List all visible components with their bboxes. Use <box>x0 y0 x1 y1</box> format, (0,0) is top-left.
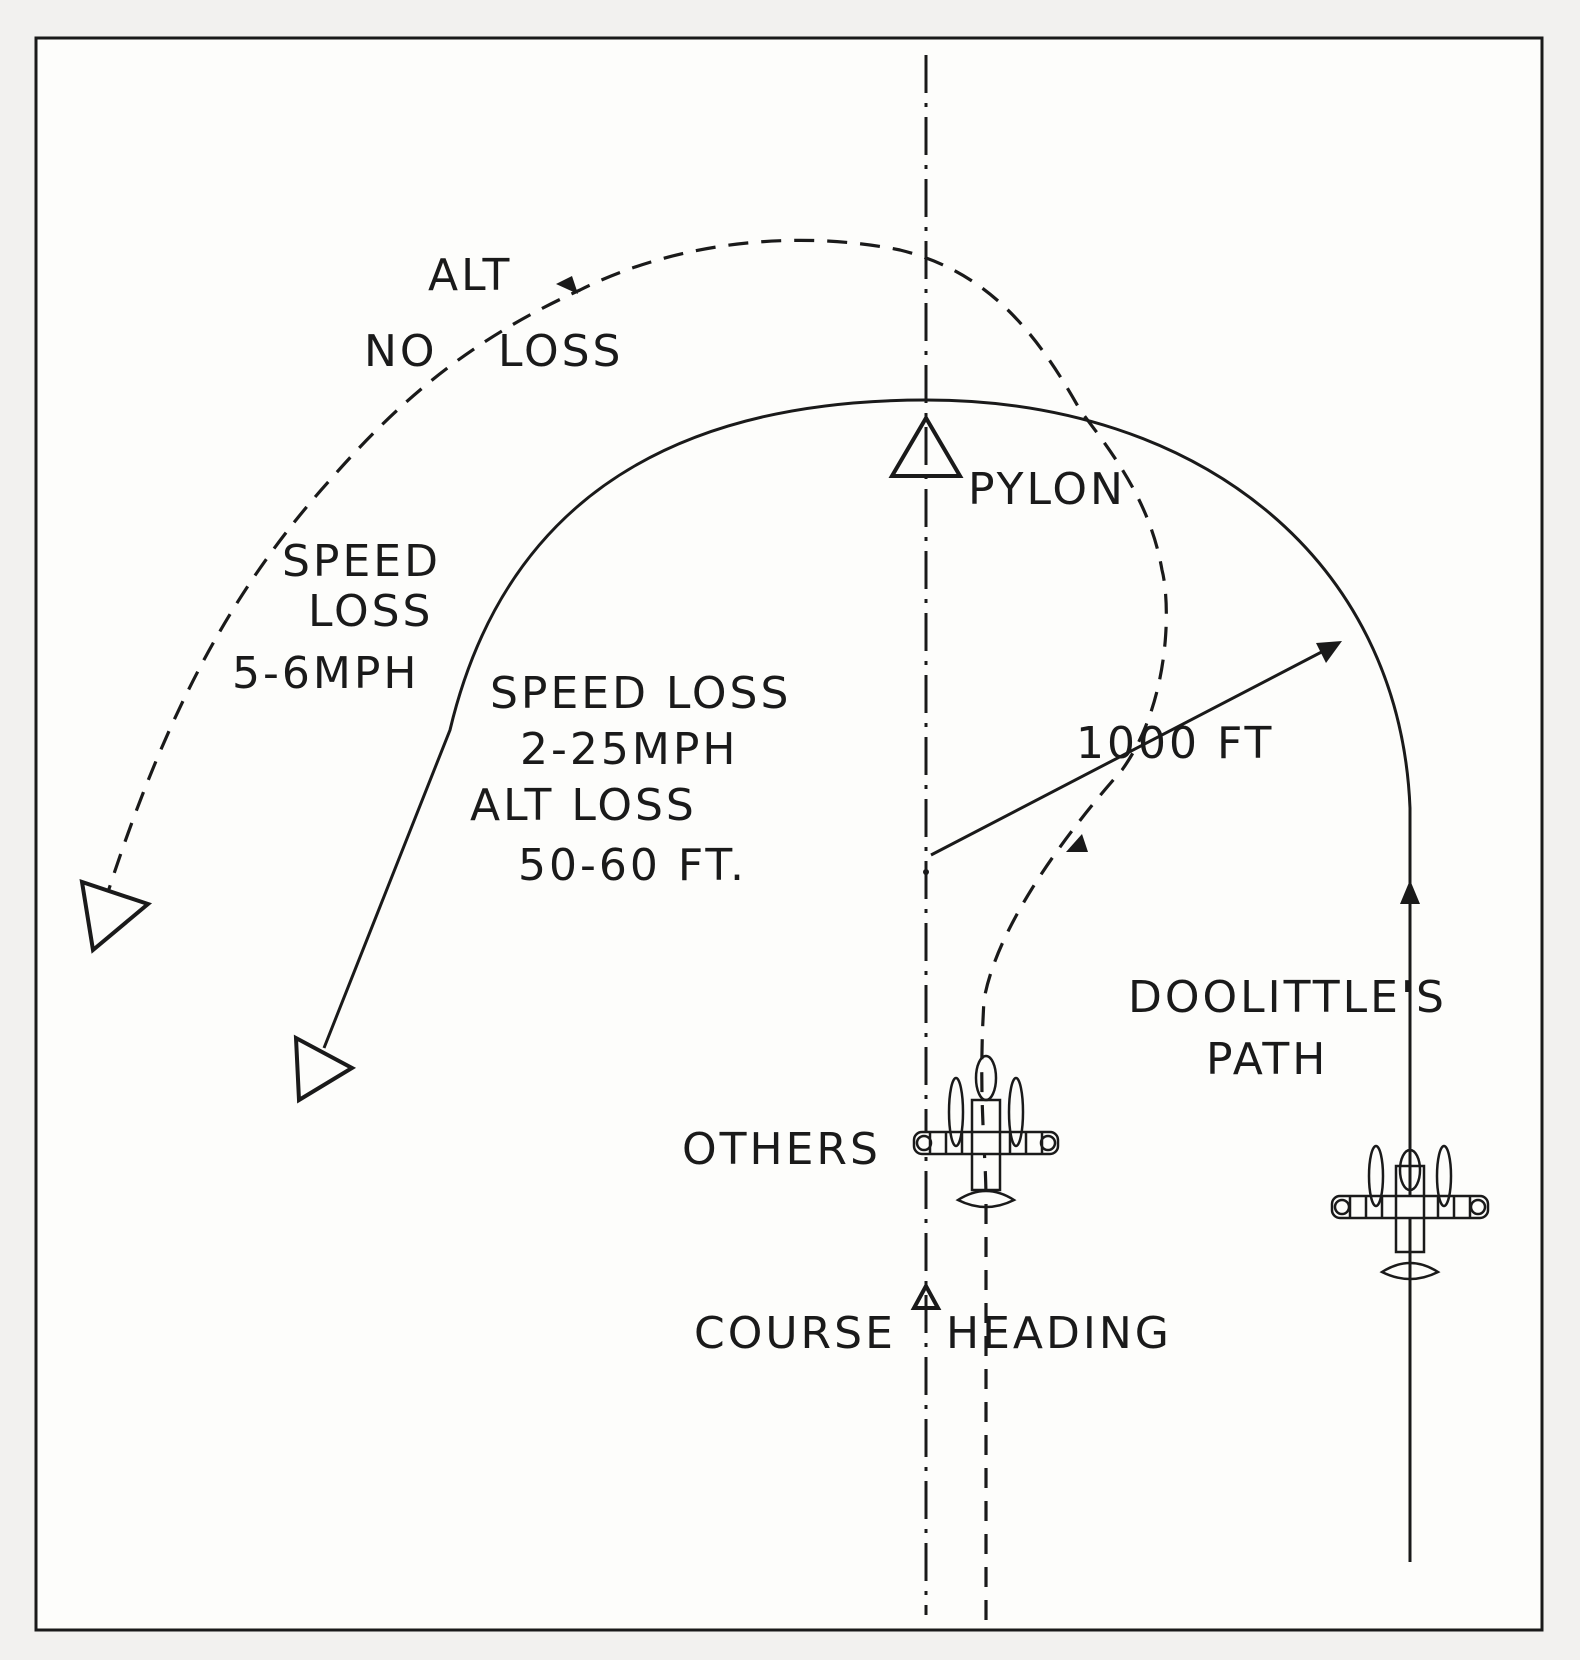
doolittles-label: DOOLITTLE'S <box>1128 972 1447 1023</box>
others-exit-arrow-icon <box>79 879 153 954</box>
alt-loss-label: ALT LOSS <box>470 780 697 831</box>
pylon-label: PYLON <box>968 464 1126 515</box>
alt-ft-label: 50-60 FT. <box>518 840 747 891</box>
path-label: PATH <box>1206 1034 1328 1085</box>
outer-speed-label: SPEED <box>282 536 441 587</box>
course-label: COURSE <box>694 1308 896 1359</box>
others-turn-arrow-icon <box>556 276 578 294</box>
radius-line <box>930 643 1336 857</box>
radius-arrow-icon <box>1316 641 1342 663</box>
others-label: OTHERS <box>682 1124 881 1175</box>
outer-loss-label: LOSS <box>308 586 433 637</box>
doolittle-turn-path <box>322 398 1412 1049</box>
course-heading-arrow-icon <box>910 1281 942 1310</box>
doolittle-biplane-icon <box>1330 1144 1490 1281</box>
heading-label: HEADING <box>946 1308 1172 1359</box>
others-direction-arrow-icon <box>1066 834 1088 852</box>
doolittle-exit-arrow-icon <box>293 1034 357 1104</box>
outer-mph-label: 5-6MPH <box>232 648 419 699</box>
pylon-marker-icon <box>888 414 964 478</box>
doolittle-direction-arrow-icon <box>1400 880 1420 904</box>
inner-speed-loss-label: SPEED LOSS <box>490 668 791 719</box>
radius-label: 1000 FT <box>1076 718 1274 769</box>
no-label: NO <box>364 326 438 377</box>
diagram-frame <box>34 36 1544 1632</box>
alt-label: ALT <box>428 250 512 301</box>
inner-mph-label: 2-25MPH <box>520 724 738 775</box>
turn-centre-dot <box>923 869 929 875</box>
others-biplane-icon <box>912 1054 1060 1209</box>
loss-label: LOSS <box>498 326 623 377</box>
others-path <box>106 238 1168 1620</box>
